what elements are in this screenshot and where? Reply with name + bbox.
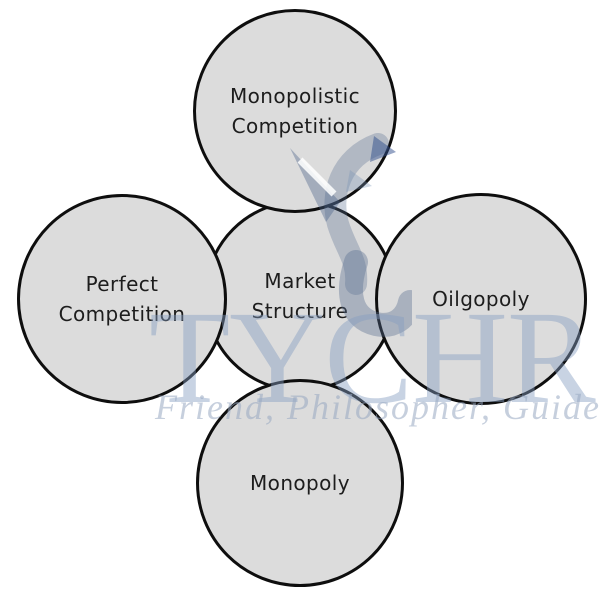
circle-perfect-competition: Perfect Competition — [17, 194, 227, 404]
circle-monopolistic-competition-label-line2: Competition — [231, 114, 359, 138]
circle-market-structure: Market Structure — [204, 200, 396, 392]
circle-oilgopoly: Oilgopoly — [375, 193, 587, 405]
circle-monopolistic-competition: Monopolistic Competition — [193, 9, 397, 213]
circle-monopoly-label-line1: Monopoly — [250, 471, 350, 495]
circle-market-structure-label-line1: Market — [264, 269, 336, 293]
circle-monopolistic-competition-label-line1: Monopolistic — [229, 84, 361, 108]
circle-oilgopoly-label-line1: Oilgopoly — [432, 287, 530, 311]
circle-perfect-competition-label-line2: Competition — [58, 302, 186, 326]
circle-monopoly: Monopoly — [196, 379, 404, 587]
circle-perfect-competition-label-line1: Perfect — [85, 272, 159, 296]
circle-market-structure-label-line2: Structure — [251, 299, 349, 323]
